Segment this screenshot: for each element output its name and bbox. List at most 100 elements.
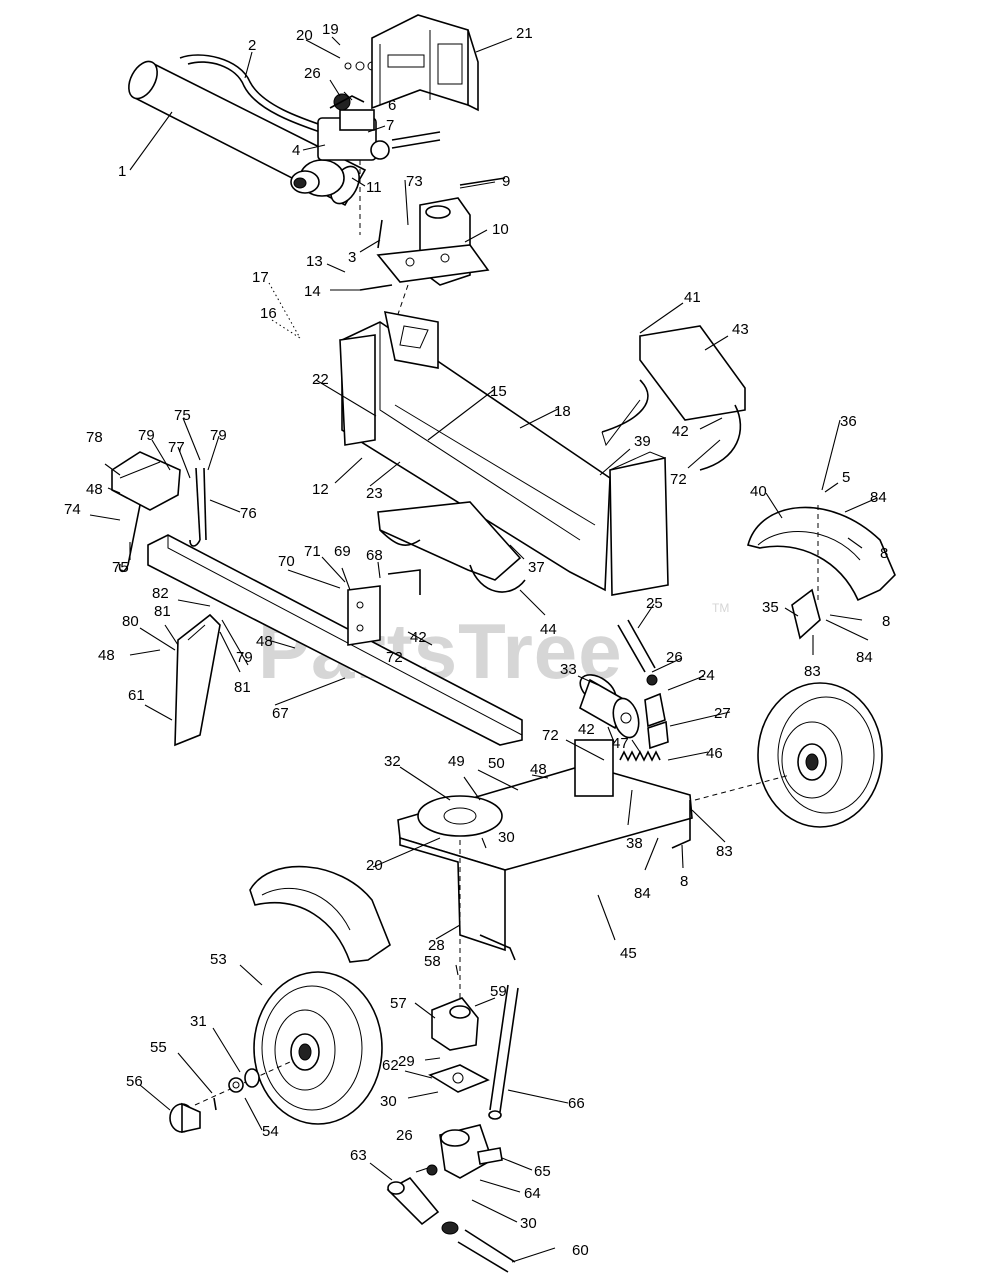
callout-55: 55 bbox=[150, 1039, 167, 1056]
callout-8-frame: 8 bbox=[680, 873, 688, 890]
wheel-left bbox=[194, 971, 383, 1125]
callout-7: 7 bbox=[386, 117, 394, 134]
callout-68: 68 bbox=[366, 547, 383, 564]
hydraulic-hose bbox=[179, 54, 331, 135]
callout-78: 78 bbox=[86, 429, 103, 446]
axle-frame bbox=[397, 739, 693, 961]
callout-50: 50 bbox=[488, 755, 505, 772]
callout-83-frame: 83 bbox=[716, 843, 733, 860]
callout-20-top: 20 bbox=[296, 27, 313, 44]
fender-left bbox=[249, 865, 391, 963]
callout-79-left: 79 bbox=[138, 427, 155, 444]
callout-49: 49 bbox=[448, 753, 465, 770]
callout-43: 43 bbox=[732, 321, 749, 338]
beam-support-bracket bbox=[377, 501, 526, 593]
callout-84-fender: 84 bbox=[870, 489, 887, 506]
callout-38: 38 bbox=[626, 835, 643, 852]
callout-77: 77 bbox=[168, 439, 185, 456]
callout-80: 80 bbox=[122, 613, 139, 630]
callout-46: 46 bbox=[706, 745, 723, 762]
callout-66: 66 bbox=[568, 1095, 585, 1112]
callout-19: 19 bbox=[322, 21, 339, 38]
pump-mount bbox=[431, 997, 479, 1051]
callout-31: 31 bbox=[190, 1013, 207, 1030]
callout-30-pump: 30 bbox=[520, 1215, 537, 1232]
suction-hose bbox=[441, 1221, 516, 1273]
callout-82: 82 bbox=[152, 585, 169, 602]
callout-28: 28 bbox=[428, 937, 445, 954]
callout-22: 22 bbox=[312, 371, 329, 388]
callout-3: 3 bbox=[348, 249, 356, 266]
callout-81-right: 81 bbox=[234, 679, 251, 696]
callout-12: 12 bbox=[312, 481, 329, 498]
callout-32: 32 bbox=[384, 753, 401, 770]
main-beam bbox=[339, 310, 669, 596]
callout-25: 25 bbox=[646, 595, 663, 612]
hydraulic-pump bbox=[426, 1124, 503, 1179]
callout-13: 13 bbox=[306, 253, 323, 270]
callout-79-right: 79 bbox=[210, 427, 227, 444]
callout-30-frame: 30 bbox=[498, 829, 515, 846]
callout-23: 23 bbox=[366, 485, 383, 502]
callout-11: 11 bbox=[366, 179, 382, 196]
callout-59: 59 bbox=[490, 983, 507, 1000]
callout-45: 45 bbox=[620, 945, 637, 962]
mount-plate bbox=[428, 1064, 490, 1093]
callout-20-frame: 20 bbox=[366, 857, 383, 874]
callout-8-fender: 8 bbox=[880, 545, 888, 562]
hub-cap bbox=[169, 1102, 201, 1133]
callout-75-top: 75 bbox=[174, 407, 191, 424]
watermark-trademark: TM bbox=[712, 601, 729, 615]
callout-73: 73 bbox=[406, 173, 423, 190]
callout-47: 47 bbox=[612, 735, 629, 752]
valve-bracket bbox=[371, 14, 479, 112]
callout-48-jack: 48 bbox=[98, 647, 115, 664]
cotter-pin bbox=[213, 1097, 217, 1111]
callout-42-cradle: 42 bbox=[672, 423, 689, 440]
callout-83-fender: 83 bbox=[804, 663, 821, 680]
oil-filter bbox=[579, 674, 640, 739]
callout-37: 37 bbox=[528, 559, 545, 576]
callout-27: 27 bbox=[714, 705, 731, 722]
callout-17: 17 bbox=[252, 269, 269, 286]
callout-30-plate: 30 bbox=[380, 1093, 397, 1110]
callout-4: 4 bbox=[292, 142, 300, 159]
callout-70: 70 bbox=[278, 553, 295, 570]
callout-39: 39 bbox=[634, 433, 651, 450]
callout-57: 57 bbox=[390, 995, 407, 1012]
callout-2: 2 bbox=[248, 37, 256, 54]
callout-1: 1 bbox=[118, 163, 126, 180]
fender-right bbox=[747, 506, 896, 602]
callout-48-frame: 48 bbox=[530, 761, 547, 778]
callout-6: 6 bbox=[388, 97, 396, 114]
callout-69: 69 bbox=[334, 543, 351, 560]
callout-60: 60 bbox=[572, 1242, 589, 1259]
callout-72-jack: 72 bbox=[386, 649, 403, 666]
callout-48-tongue: 48 bbox=[256, 633, 273, 650]
filter-fitting bbox=[644, 674, 669, 750]
callout-65: 65 bbox=[534, 1163, 551, 1180]
callout-58: 58 bbox=[424, 953, 441, 970]
callout-67: 67 bbox=[272, 705, 289, 722]
spring bbox=[619, 750, 661, 762]
wedge-assembly bbox=[359, 177, 506, 291]
callout-26-filter: 26 bbox=[666, 649, 683, 666]
callout-53: 53 bbox=[210, 951, 227, 968]
callout-74: 74 bbox=[64, 501, 81, 518]
callout-42-jack: 42 bbox=[410, 629, 427, 646]
callout-48-hitch: 48 bbox=[86, 481, 103, 498]
hose-elbow bbox=[386, 1176, 440, 1226]
callout-44: 44 bbox=[540, 621, 557, 638]
callout-62: 62 bbox=[382, 1057, 399, 1074]
hydraulic-cylinder bbox=[128, 60, 367, 207]
callout-33: 33 bbox=[560, 661, 577, 678]
callout-10: 10 bbox=[492, 221, 509, 238]
callout-8-bracket: 8 bbox=[882, 613, 890, 630]
tongue-tube bbox=[147, 534, 523, 746]
pump-outlet-hose bbox=[488, 984, 519, 1120]
leader-lines bbox=[89, 36, 878, 1263]
callout-labels: 1 2 3 4 5 6 7 8 8 8 9 10 11 12 13 14 15 … bbox=[64, 21, 890, 1259]
callout-36: 36 bbox=[840, 413, 857, 430]
